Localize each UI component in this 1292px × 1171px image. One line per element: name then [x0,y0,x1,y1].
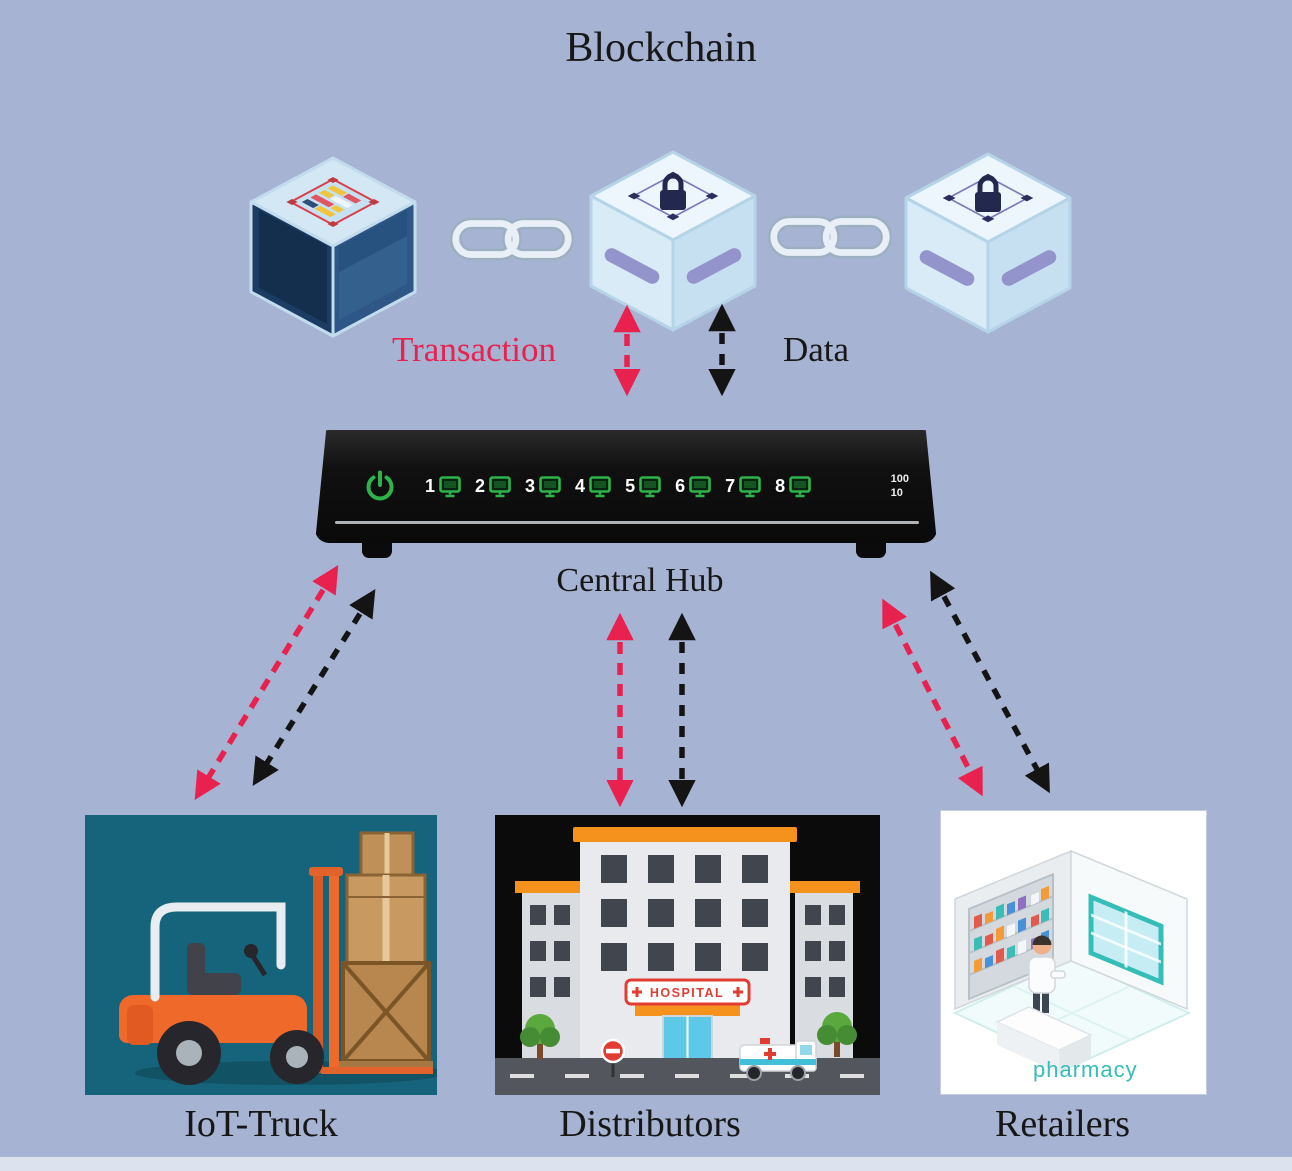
data-arrow-hub-retailers [930,570,1050,794]
port-number: 7 [725,476,736,496]
chain-link-icon [767,215,893,259]
port-number: 3 [525,476,536,496]
blockchain-block-3 [904,152,1072,334]
node-label-retailers: Retailers [994,1103,1131,1145]
hub-port-8: 8 [775,475,812,499]
blockchain-block-2 [589,150,757,332]
page-edge [0,1157,1292,1171]
retailers-image: pharmacy [940,810,1207,1095]
node-label-distributors: Distributors [559,1103,741,1145]
port-number: 2 [475,476,486,496]
data-label: Data [782,330,850,369]
transaction-arrow-hub-truck [194,564,339,801]
no-entry-sign [600,1038,626,1077]
port-number: 8 [775,476,786,496]
lock-icon [975,175,1001,212]
tree [520,1014,560,1059]
uplink-speed-10: 10 [890,486,903,499]
port-number: 6 [675,476,686,496]
pharmacy-sign-text: pharmacy [1033,1057,1138,1082]
diagram-title: Blockchain [565,25,757,71]
port-status-icon [489,475,511,497]
port-status-icon [589,475,611,497]
port-status-icon [739,475,761,497]
window [1088,893,1164,986]
hub-foot [362,541,392,558]
hospital-sign: HOSPITAL [624,978,751,1006]
tree [817,1012,857,1057]
hub-ports: 1 2 3 [425,475,812,499]
forklift [119,867,433,1085]
hub-port-6: 6 [675,475,712,499]
cargo-boxes [337,831,433,1069]
hub-front-edge [335,521,919,524]
uplink-speed-label: 100 10 [891,473,909,501]
hub-port-3: 3 [525,475,562,499]
hub-port-5: 5 [625,475,662,499]
red-cross-icon [632,987,743,997]
central-hub-label: Central Hub [556,562,724,599]
port-number: 1 [425,476,436,496]
hub-foot [856,541,886,558]
port-number: 5 [625,476,636,496]
lock-icon [660,173,686,210]
power-icon [366,470,394,500]
port-status-icon [439,475,461,497]
chain-link-icon [449,217,575,261]
port-status-icon [789,475,811,497]
hub-port-4: 4 [575,475,612,499]
port-status-icon [689,475,711,497]
hub-port-7: 7 [725,475,762,499]
blockchain-block-1 [249,156,417,338]
hospital-sign-text: HOSPITAL [650,986,724,1000]
iot-truck-image [85,815,437,1095]
port-number: 4 [575,476,586,496]
counter [995,1006,1093,1073]
uplink-speed-100: 100 [890,472,909,485]
transaction-arrow-hub-retailers [882,598,983,797]
distributors-image: HOSPITAL [495,815,880,1095]
pharmacist [1028,935,1066,1013]
ledger-pattern-icon [286,176,380,228]
port-status-icon [639,475,661,497]
port-status-icon [539,475,561,497]
hub-port-2: 2 [475,475,512,499]
transaction-label: Transaction [392,330,556,369]
node-label-iot-truck: IoT-Truck [184,1103,338,1145]
ambulance [739,1038,817,1081]
hub-port-1: 1 [425,475,462,499]
data-arrow-hub-truck [252,588,376,787]
central-hub-device: 1 2 3 [315,430,937,543]
